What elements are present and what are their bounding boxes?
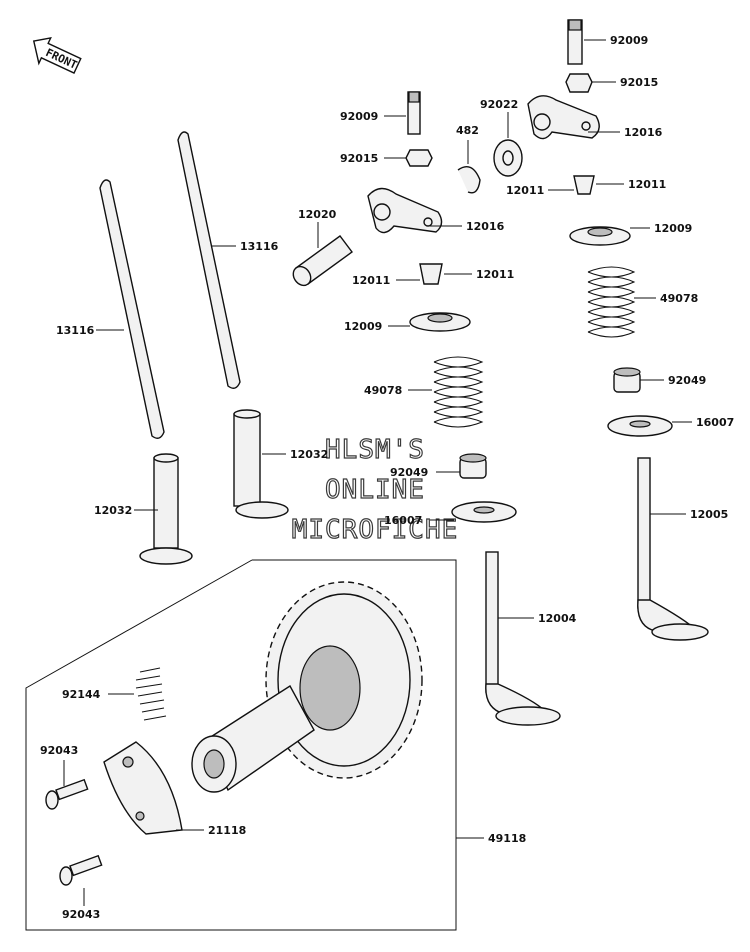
label-12009-left: 12009 bbox=[344, 320, 382, 333]
front-arrow-icon: FRONT bbox=[32, 36, 82, 74]
camshaft[interactable] bbox=[191, 581, 423, 793]
label-12032-left: 12032 bbox=[94, 504, 132, 517]
label-12004: 12004 bbox=[538, 612, 577, 625]
label-12011-right-b: 12011 bbox=[506, 184, 544, 197]
label-13116-right: 13116 bbox=[240, 240, 279, 253]
intake-valve[interactable] bbox=[485, 551, 561, 726]
tappet-right[interactable] bbox=[233, 409, 289, 519]
spring-seat-left[interactable] bbox=[451, 501, 517, 523]
label-482: 482 bbox=[456, 124, 479, 137]
adjust-bolt-left[interactable] bbox=[407, 91, 421, 135]
label-16007-right: 16007 bbox=[696, 416, 734, 429]
label-92144: 92144 bbox=[62, 688, 101, 701]
keeper-right[interactable] bbox=[573, 175, 595, 195]
spring-seat-right[interactable] bbox=[607, 415, 673, 437]
label-12011-right-a: 12011 bbox=[628, 178, 666, 191]
label-12005: 12005 bbox=[690, 508, 728, 521]
watermark: HLSM'S ONLINE MICROFICHE bbox=[291, 434, 459, 545]
label-92049-left: 92049 bbox=[390, 466, 428, 479]
valve-spring-left[interactable] bbox=[433, 356, 484, 428]
label-92015-right: 92015 bbox=[620, 76, 658, 89]
label-12009-right: 12009 bbox=[654, 222, 692, 235]
label-12011-left-b: 12011 bbox=[352, 274, 390, 287]
label-92043-bottom: 92043 bbox=[62, 908, 100, 921]
label-92015-left: 92015 bbox=[340, 152, 378, 165]
label-49118: 49118 bbox=[488, 832, 526, 845]
nut-left[interactable] bbox=[405, 149, 433, 167]
watermark-line-3: MICROFICHE bbox=[292, 515, 459, 545]
tappet-left[interactable] bbox=[139, 453, 193, 565]
rocker-arm-right[interactable] bbox=[527, 95, 600, 140]
label-16007-left: 16007 bbox=[384, 514, 422, 527]
bolt-top[interactable] bbox=[45, 778, 89, 810]
label-49078-right: 49078 bbox=[660, 292, 698, 305]
circlip[interactable] bbox=[457, 166, 481, 194]
nut-right[interactable] bbox=[565, 73, 593, 93]
callouts: 13116 13116 12032 12032 12020 92009 9201… bbox=[40, 34, 734, 921]
rocker-pivot[interactable] bbox=[290, 235, 353, 289]
label-21118: 21118 bbox=[208, 824, 246, 837]
label-49078-left: 49078 bbox=[364, 384, 402, 397]
watermark-line-2: ONLINE bbox=[325, 475, 425, 505]
watermark-line-1: HLSM'S bbox=[325, 435, 425, 465]
cam-assembly-frame bbox=[25, 559, 457, 931]
push-rod-left[interactable] bbox=[99, 179, 165, 439]
stem-seal-right[interactable] bbox=[613, 367, 641, 393]
label-12011-left-a: 12011 bbox=[476, 268, 514, 281]
push-rod-right[interactable] bbox=[177, 131, 241, 389]
governor-spring[interactable] bbox=[135, 667, 167, 721]
label-92043-top: 92043 bbox=[40, 744, 78, 757]
retainer-right[interactable] bbox=[569, 226, 631, 246]
keeper-left[interactable] bbox=[419, 263, 443, 285]
stem-seal-left[interactable] bbox=[459, 453, 487, 479]
label-13116-left: 13116 bbox=[56, 324, 95, 337]
retainer-left[interactable] bbox=[409, 312, 471, 332]
label-92049-right: 92049 bbox=[668, 374, 706, 387]
label-92009-right: 92009 bbox=[610, 34, 648, 47]
label-12020: 12020 bbox=[298, 208, 337, 221]
label-12016-left: 12016 bbox=[466, 220, 505, 233]
label-12016-right: 12016 bbox=[624, 126, 663, 139]
adjust-bolt-right[interactable] bbox=[567, 19, 583, 65]
label-92022: 92022 bbox=[480, 98, 518, 111]
governor-weight[interactable] bbox=[103, 741, 183, 835]
rocker-arm-left[interactable] bbox=[367, 187, 443, 234]
label-12032-right: 12032 bbox=[290, 448, 328, 461]
label-92009-left: 92009 bbox=[340, 110, 378, 123]
bolt-bottom[interactable] bbox=[59, 854, 103, 886]
valve-spring-right[interactable] bbox=[587, 266, 636, 338]
exhaust-valve[interactable] bbox=[637, 457, 709, 641]
thrust-washer[interactable] bbox=[493, 139, 523, 177]
